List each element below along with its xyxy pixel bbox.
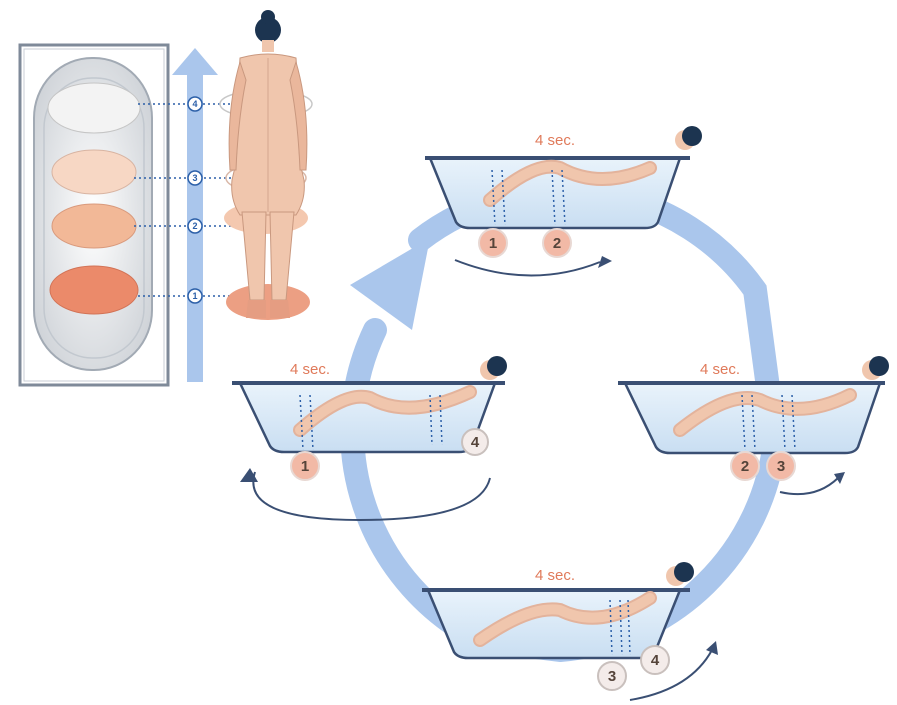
tub-right-badge-3-label: 3 [777,458,785,475]
zone-1-pad [50,266,138,314]
scale-number-3: 3 [192,173,197,183]
body-zone-1-disc [226,284,310,320]
tub-top-motion-arrow [455,260,600,276]
tub-right-motion-arrow [780,478,838,494]
tub-top-time-label: 4 sec. [535,132,575,149]
tub-bottom-badge-4-label: 4 [651,652,660,669]
tub-bottom-badge-3-label: 3 [608,668,616,685]
tub-right-badge-2-label: 2 [741,458,749,475]
tub-bottom: 4 sec. 3 4 [422,562,718,700]
tub-top-badge-2-label: 2 [553,235,561,252]
tub-left-time-label: 4 sec. [290,361,330,378]
tub-bottom-time-label: 4 sec. [535,567,575,584]
tub-left-badge-4-label: 4 [471,434,480,451]
scale-number-4: 4 [192,99,197,109]
zone-4-pad [48,83,140,133]
tub-left-badge-1-label: 1 [301,458,309,475]
tub-top: 4 sec. 1 2 [425,126,702,276]
zone-2-pad [52,204,136,248]
cycle-arrowhead [350,238,430,330]
tub-top-view-panel [20,45,168,385]
standing-figure [220,10,312,320]
scale-number-1: 1 [192,291,197,301]
scale-number-2: 2 [192,221,197,231]
tub-right-time-label: 4 sec. [700,361,740,378]
tub-top-badge-1-label: 1 [489,235,497,252]
scale-marker-3: 3 [188,171,202,185]
scale-marker-4: 4 [188,97,202,111]
scale-marker-2: 2 [188,219,202,233]
scale-marker-1: 1 [188,289,202,303]
tub-right: 4 sec. 2 3 [618,356,889,494]
zone-3-pad [52,150,136,194]
